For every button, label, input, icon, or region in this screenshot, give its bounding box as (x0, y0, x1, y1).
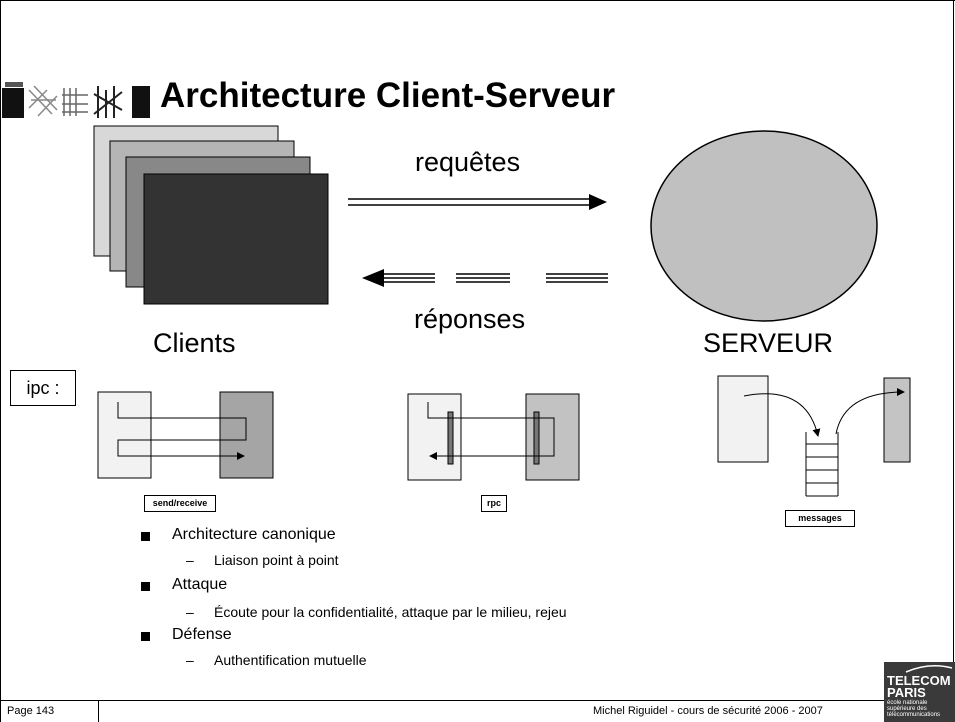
bullet-attaque: Attaque (172, 576, 228, 593)
logo-line-3: école nationale supérieure des télécommu… (887, 700, 941, 718)
server-ellipse (650, 130, 878, 322)
footer-separator (98, 700, 99, 722)
sub-bullet-ecoute: Écoute pour la confidentialité, attaque … (214, 604, 567, 620)
logo-line-1: TELECOM (887, 673, 951, 688)
requests-label: requêtes (415, 147, 521, 177)
slide-frame-left (0, 0, 1, 722)
sub-bullet-dash: – (186, 652, 194, 668)
logo-line-2: PARIS (887, 685, 926, 700)
telecom-paris-logo: TELECOM PARIS école nationale supérieure… (884, 662, 955, 722)
rpc-caption: rpc (481, 495, 507, 512)
sub-bullet-auth: Authentification mutuelle (214, 652, 367, 668)
slide-frame-right (953, 0, 954, 700)
ipc-label: ipc : (10, 370, 76, 406)
footer-credit: Michel Riguidel - cours de sécurité 2006… (593, 705, 823, 717)
page-number: Page 143 (7, 705, 55, 717)
messages-diagram (717, 375, 911, 497)
footer-divider (0, 700, 955, 701)
clients-stack-graphic (93, 125, 329, 305)
send-receive-caption: send/receive (144, 495, 216, 512)
logo-swoosh-icon (905, 665, 953, 673)
request-arrow (348, 194, 607, 210)
responses-label: réponses (414, 304, 526, 334)
slide-title: Architecture Client-Serveur (160, 76, 616, 115)
slide-frame-top (0, 0, 955, 1)
response-arrow (362, 269, 608, 287)
bullet-architecture: Architecture canonique (172, 526, 336, 543)
rpc-diagram (407, 393, 580, 481)
messages-caption: messages (785, 510, 855, 527)
bullet-marker (141, 632, 150, 641)
sub-bullet-dash: – (186, 604, 194, 620)
title-pattern-logo-icon (2, 82, 150, 118)
server-label: SERVEUR (703, 328, 834, 358)
sub-bullet-liaison: Liaison point à point (214, 552, 339, 568)
bullet-marker (141, 532, 150, 541)
bullet-marker (141, 582, 150, 591)
send-receive-diagram (97, 391, 274, 479)
clients-label: Clients (153, 328, 236, 358)
sub-bullet-dash: – (186, 552, 194, 568)
bullet-defense: Défense (172, 626, 232, 643)
